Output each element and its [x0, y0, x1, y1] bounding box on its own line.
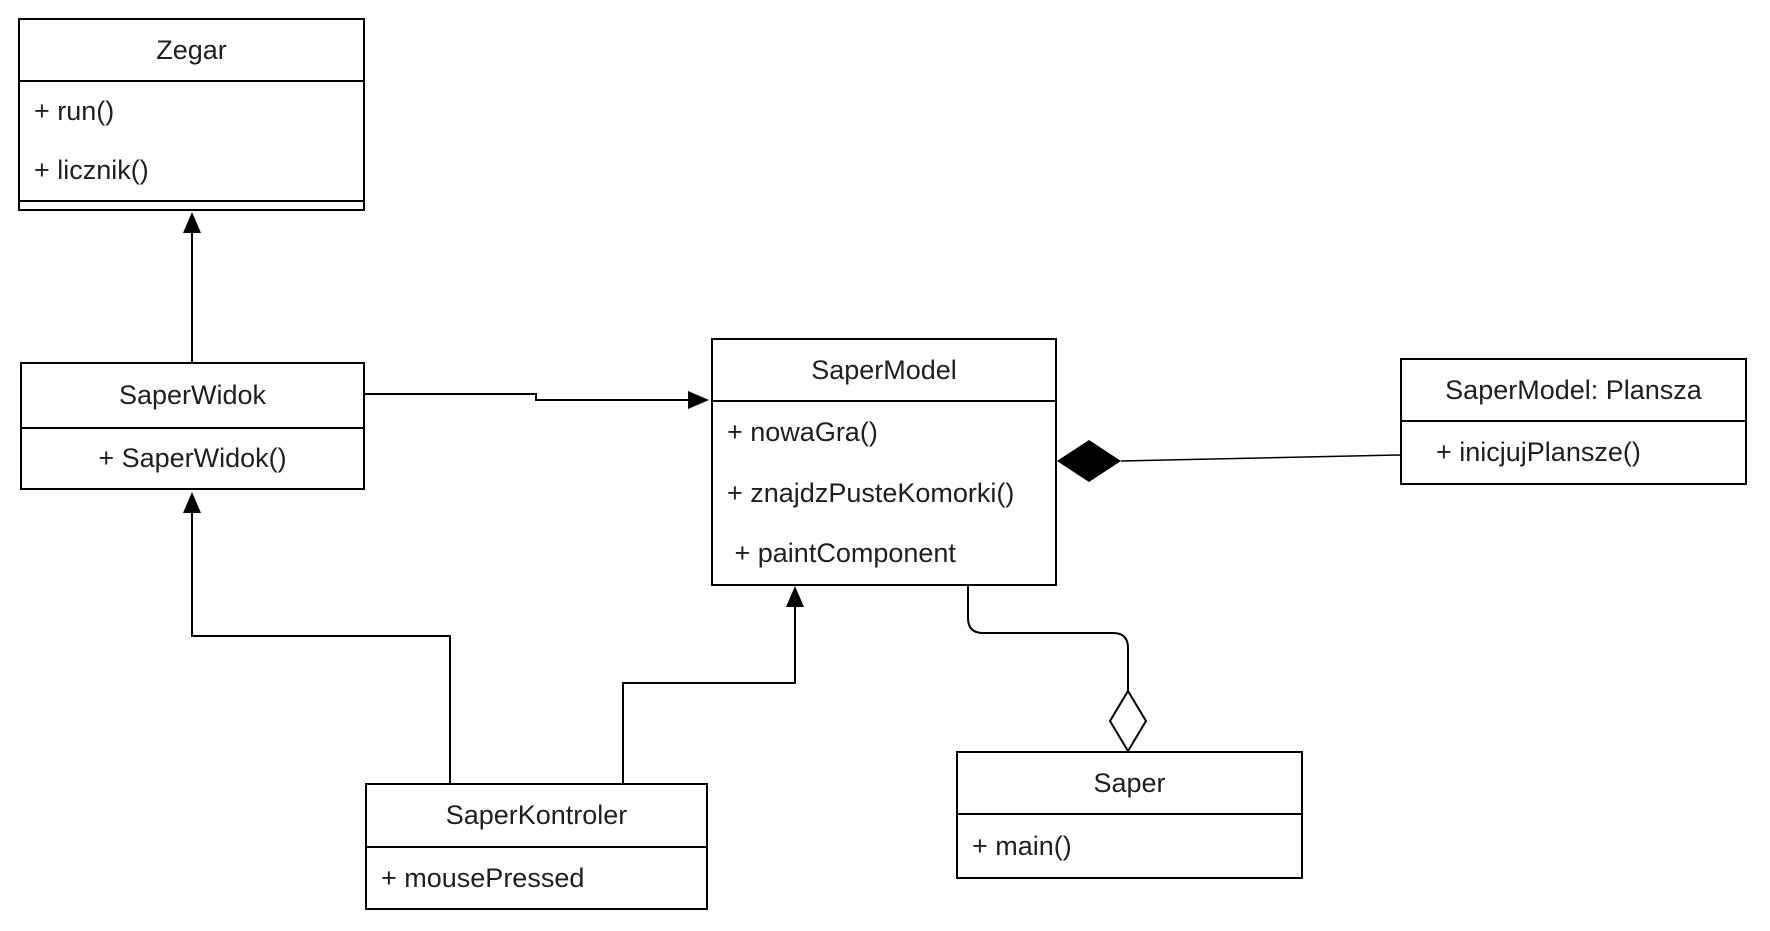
edge-saperkontroler-to-sapermodel: [622, 586, 804, 783]
class-member: + znajdzPusteKomorki(): [727, 477, 1015, 508]
class-member: + run(): [34, 96, 115, 126]
class-member: + nowaGra(): [727, 416, 878, 447]
class-saper: Saper + main(): [956, 751, 1303, 879]
class-title: SaperKontroler: [367, 785, 706, 848]
class-member: + mousePressed: [381, 862, 585, 893]
class-title: SaperModel: [713, 340, 1055, 402]
edge-sapermodel-to-saper: [967, 586, 1148, 753]
class-title: SaperWidok: [22, 364, 363, 429]
class-saperkontroler: SaperKontroler + mousePressed: [365, 783, 708, 910]
edge-saperwidok-to-sapermodel: [365, 391, 709, 409]
class-saperwidok: SaperWidok + SaperWidok(): [20, 362, 365, 490]
class-member: + main(): [972, 830, 1072, 861]
aggregation-diamond-icon: [1108, 689, 1148, 753]
class-member: + licznik(): [34, 155, 149, 185]
class-title: Saper: [958, 753, 1301, 815]
class-member: + SaperWidok(): [98, 443, 287, 473]
class-sapermodel: SaperModel + nowaGra() + znajdzPusteKomo…: [711, 338, 1057, 586]
edge-saperkontroler-to-saperwidok: [183, 492, 451, 783]
class-sapermodel-plansza: SaperModel: Plansza + inicjujPlansze(): [1400, 358, 1747, 485]
composition-diamond-icon: [1057, 440, 1121, 482]
arrowhead-up-icon: [183, 212, 201, 233]
arrowhead-up-icon: [183, 492, 201, 513]
arrowhead-up-icon: [786, 586, 804, 607]
class-member: + inicjujPlansze(): [1436, 437, 1641, 467]
class-member: + paintComponent: [727, 538, 956, 569]
class-title: Zegar: [20, 20, 363, 82]
edge-sapermodel-to-plansza: [1057, 440, 1401, 482]
class-title: SaperModel: Plansza: [1402, 360, 1745, 422]
arrowhead-right-icon: [688, 391, 709, 409]
edge-saperwidok-to-zegar: [183, 212, 201, 362]
class-zegar: Zegar + run() + licznik(): [18, 18, 365, 211]
